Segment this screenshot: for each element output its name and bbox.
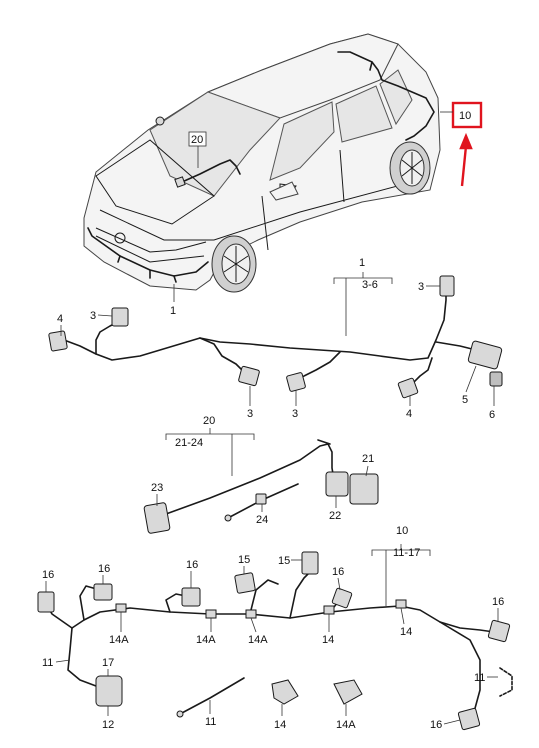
group20-head-label: 20 <box>203 415 215 427</box>
group1-label-3d: 3 <box>418 281 424 293</box>
group1-head-label: 1 <box>359 257 365 269</box>
group10-label-16d: 16 <box>332 566 344 578</box>
group1-range-label: 3-6 <box>362 279 378 291</box>
group20-range-label: 21-24 <box>175 437 203 449</box>
car-label-1: 1 <box>170 305 176 317</box>
group1-label-5: 5 <box>462 394 468 406</box>
group1-label-3b: 3 <box>247 408 253 420</box>
group10-label-14a-2: 14A <box>196 634 216 646</box>
group20-label-22: 22 <box>329 510 341 522</box>
group10-label-14-3: 14 <box>274 719 286 731</box>
group20-label-23: 23 <box>151 482 163 494</box>
group10-label-11b: 11 <box>205 716 216 728</box>
group10-label-16f: 16 <box>430 719 442 731</box>
group10-label-14-2: 14 <box>400 626 412 638</box>
group10-label-12: 12 <box>102 719 114 731</box>
group10-label-11c: 11 <box>474 672 485 684</box>
group1-label-3a: 3 <box>90 310 96 322</box>
car-illustration <box>83 33 441 293</box>
group10-label-14a-4: 14A <box>336 719 356 731</box>
group10-head-label: 10 <box>396 525 408 537</box>
group10-label-15a: 15 <box>238 554 250 566</box>
rear-bumper-harness: 10 11-17 <box>37 525 513 731</box>
group10-label-17: 17 <box>102 657 114 669</box>
group10-label-11a: 11 <box>42 657 53 669</box>
group10-label-14a-3: 14A <box>248 634 268 646</box>
group10-label-15b: 15 <box>278 555 290 567</box>
car-label-20: 20 <box>191 134 203 146</box>
group20-label-21: 21 <box>362 453 374 465</box>
group10-label-16e: 16 <box>492 596 504 608</box>
front-bumper-harness: 1 3-6 <box>48 257 503 399</box>
group1-label-4b: 4 <box>406 408 412 420</box>
car-label-10: 10 <box>459 110 471 122</box>
part-10-highlight-box <box>451 101 483 129</box>
group10-label-16c: 16 <box>186 559 198 571</box>
car-label-20-box <box>188 131 207 147</box>
group1-label-3c: 3 <box>292 408 298 420</box>
group10-label-16b: 16 <box>98 563 110 575</box>
group20-label-24: 24 <box>256 514 268 526</box>
group1-label-6: 6 <box>489 409 495 421</box>
group10-label-14-1: 14 <box>322 634 334 646</box>
group10-label-16a: 16 <box>42 569 54 581</box>
camera-harness: 20 21-24 <box>143 415 379 534</box>
group1-label-4a: 4 <box>57 313 63 325</box>
group10-range-label: 11-17 <box>393 547 420 559</box>
red-arrow-icon <box>459 132 473 187</box>
group10-label-14a-1: 14A <box>109 634 129 646</box>
